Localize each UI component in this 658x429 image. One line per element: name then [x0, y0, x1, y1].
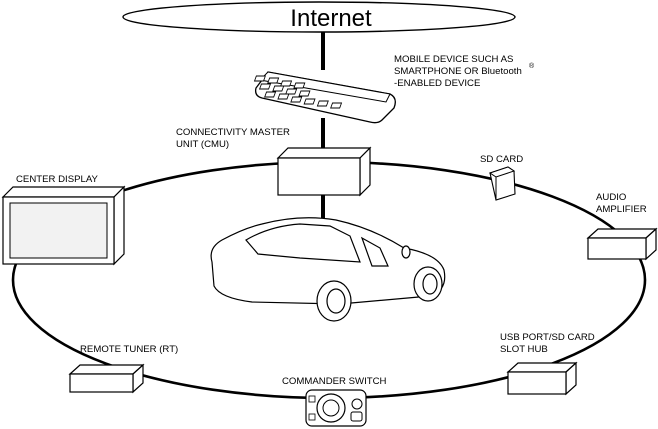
internet-ellipse	[122, 1, 516, 33]
cmu-box	[276, 146, 372, 197]
commander-switch-label: COMMANDER SWITCH	[282, 376, 387, 387]
center-display-screen	[9, 202, 108, 259]
svg-text:USB PORT/SD CARD: USB PORT/SD CARD	[500, 332, 595, 343]
mobile-device-label: MOBILE DEVICE SUCH AS SMARTPHONE OR Blue…	[394, 54, 535, 89]
svg-text:MOBILE DEVICE SUCH AS: MOBILE DEVICE SUCH AS	[394, 54, 513, 65]
usb-hub-label: USB PORT/SD CARD SLOT HUB	[500, 332, 595, 355]
cmu-label: CONNECTIVITY MASTER UNIT (CMU)	[176, 127, 290, 150]
internet-label: Internet	[290, 5, 372, 32]
mobile-device-icon	[253, 71, 396, 124]
svg-text:SLOT HUB: SLOT HUB	[500, 344, 548, 355]
audio-amplifier-label: AUDIO AMPLIFIER	[596, 192, 647, 215]
center-display-icon	[1, 185, 126, 266]
svg-text:AMPLIFIER: AMPLIFIER	[596, 204, 647, 215]
remote-tuner-box	[68, 363, 145, 394]
car-icon	[210, 217, 446, 322]
commander-switch-icon	[305, 389, 367, 427]
audio-amplifier-box	[586, 227, 658, 261]
svg-text:-ENABLED DEVICE: -ENABLED DEVICE	[394, 78, 480, 89]
remote-tuner-label: REMOTE TUNER (RT)	[80, 344, 178, 355]
svg-text:CONNECTIVITY MASTER: CONNECTIVITY MASTER	[176, 127, 290, 138]
svg-text:SMARTPHONE OR Bluetooth: SMARTPHONE OR Bluetooth	[394, 66, 522, 77]
svg-text:UNIT (CMU): UNIT (CMU)	[176, 139, 229, 150]
internet-node: Internet	[122, 1, 516, 33]
center-display-label: CENTER DISPLAY	[16, 174, 99, 185]
usb-hub-box	[506, 361, 578, 396]
svg-text:®: ®	[529, 62, 535, 70]
sd-card-label: SD CARD	[480, 154, 523, 165]
sd-card-icon	[488, 166, 516, 201]
svg-text:AUDIO: AUDIO	[596, 192, 626, 203]
